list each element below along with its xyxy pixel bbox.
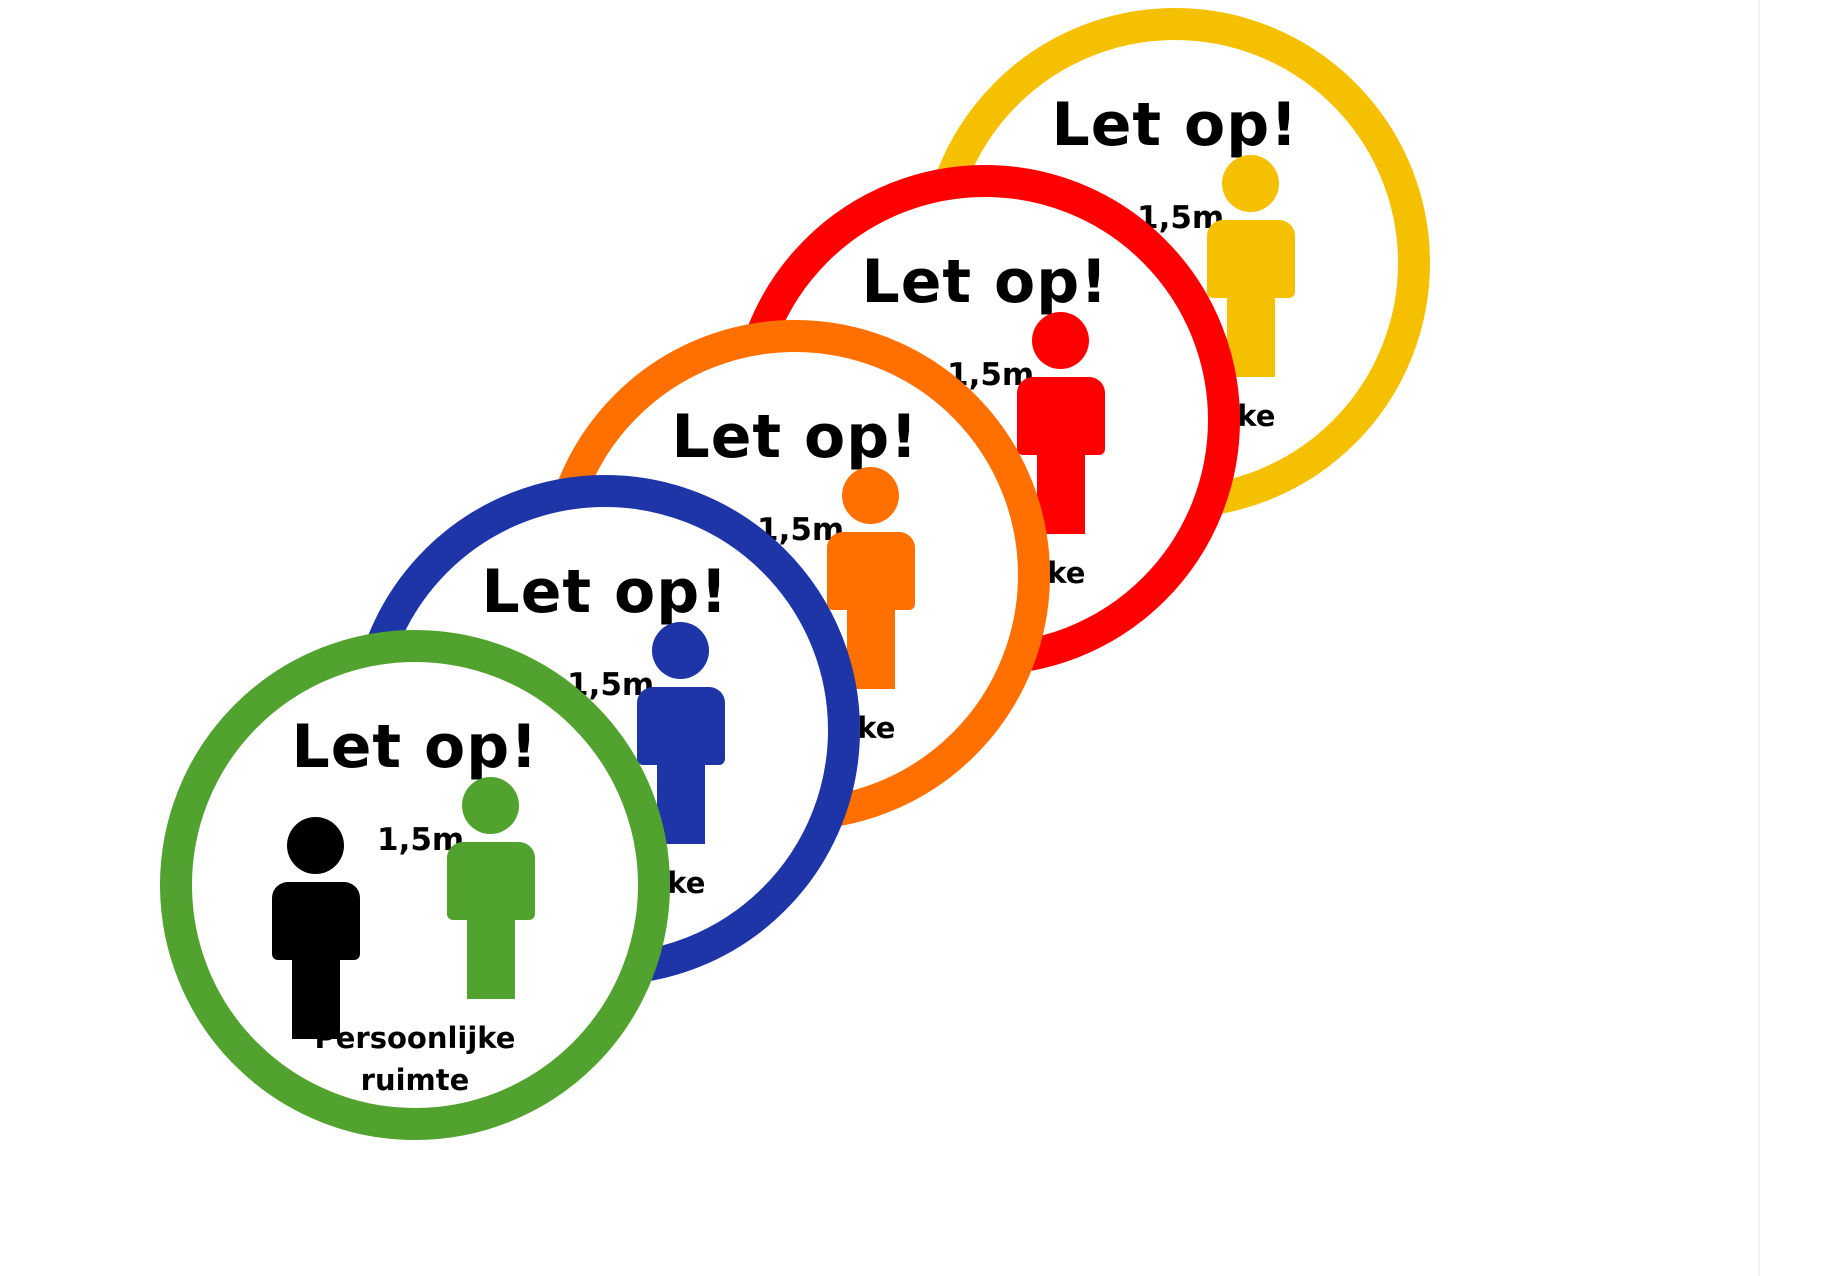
person-black-icon bbox=[272, 817, 362, 1039]
caption-line-1: Persoonlijke bbox=[314, 1021, 516, 1055]
person-colored-icon bbox=[827, 467, 917, 689]
caption: Persoonlijke ruimte bbox=[192, 1017, 638, 1101]
sticker-title: Let op! bbox=[1051, 90, 1299, 160]
sticker-title: Let op! bbox=[671, 402, 919, 472]
page-edge-divider bbox=[1758, 0, 1760, 1276]
sticker-title: Let op! bbox=[291, 712, 539, 782]
person-colored-icon bbox=[1017, 312, 1107, 534]
sticker-green: Let op! 1,5m Persoonlijke ruimte bbox=[160, 630, 670, 1140]
person-colored-icon bbox=[1207, 155, 1297, 377]
caption-line-2: ruimte bbox=[360, 1063, 470, 1097]
sticker-title: Let op! bbox=[481, 557, 729, 627]
person-colored-icon bbox=[637, 622, 727, 844]
sticker-title: Let op! bbox=[861, 247, 1109, 317]
person-colored-icon bbox=[447, 777, 537, 999]
